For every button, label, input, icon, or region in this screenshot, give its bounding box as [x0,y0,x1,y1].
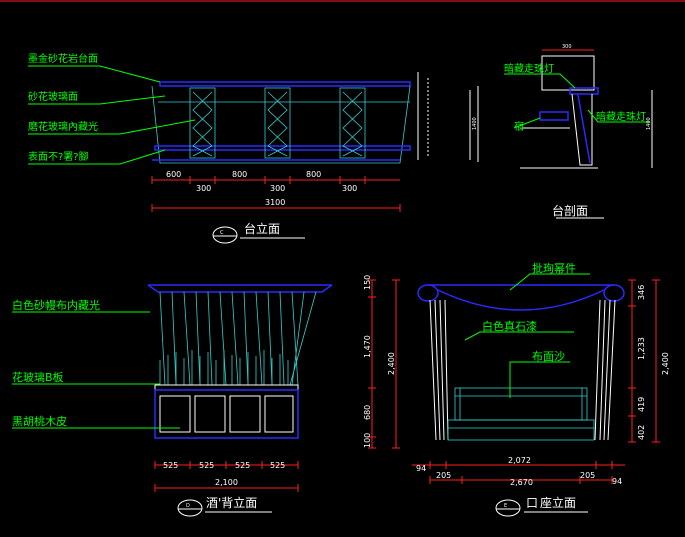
counter-top [159,81,411,87]
dim-800-a: 800 [232,170,247,179]
walnut-cabinet [154,389,299,439]
dim-525-d: 525 [270,461,285,470]
svg-text:C: C [220,230,224,236]
dim-1470: 1,470 [363,335,372,358]
dim-94-left: 94 [416,464,426,473]
dim-300-a: 300 [196,184,211,193]
dim-800-b: 800 [306,170,321,179]
callout-walnut: 黑胡桃木皮 [12,414,67,428]
dim-2400-wine: 2,400 [387,352,396,375]
dim-2400-booth: 2,400 [661,352,670,375]
svg-text:1400: 1400 [646,117,652,130]
dim-525-a: 525 [163,461,178,470]
dim-205-right: 205 [580,471,595,480]
svg-text:E: E [504,503,507,509]
title-booth: 座立面 [540,495,576,510]
dim-402: 402 [637,425,646,440]
bar-section: 300 1400 1400 暗藏走珠灯 暗藏走珠灯 宿 台剖面 [469,44,653,219]
wine-back-elevation: 白色砂幔布内藏光 花玻璃B板 黑胡桃木皮 150 1,470 680 100 2… [12,275,400,517]
dim-3100: 3100 [265,198,285,207]
dim-300-c: 300 [342,184,357,193]
callout-granite-top: 墨金砂花岩台面 [28,52,98,65]
dim-600: 600 [166,170,181,179]
callout-fabric-sofa: 布面沙 [532,350,565,363]
dim-525-c: 525 [235,461,250,470]
bar-front-elevation: 墨金砂花岩台面 砂花玻璃面 磨花玻璃內藏光 表面不?署?腳 600 300 80… [28,52,429,244]
callout-hidden-light-1: 暗藏走珠灯 [504,62,554,75]
callout-glass-light: 磨花玻璃內藏光 [28,120,98,133]
title-bar-front: 台立面 [244,221,280,236]
dim-2072: 2,072 [508,456,531,465]
dim-346: 346 [637,285,646,300]
callout-surface-foot: 表面不?署?腳 [28,150,89,163]
dim-2670: 2,670 [510,478,533,487]
callout-section-note: 宿 [514,120,524,133]
dim-680: 680 [363,405,372,420]
title-booth-prefix: 口 [526,496,538,510]
dim-2100: 2,100 [215,478,238,487]
dim-419: 419 [637,397,646,412]
dim-section-300: 300 [562,44,572,50]
svg-text:D: D [186,503,190,509]
callout-frosted-glass: 砂花玻璃面 [28,90,78,103]
dim-94-right: 94 [612,477,622,486]
callout-drape-light: 白色砂幔布内藏光 [12,298,100,312]
callout-stone-paint: 白色真石漆 [482,319,537,333]
callout-glass-b-panel: 花玻璃B板 [12,370,64,384]
dim-150: 150 [363,275,372,290]
title-bar-section: 台剖面 [552,203,588,218]
callout-hidden-light-2: 暗藏走珠灯 [596,110,646,123]
dim-section-1400: 1400 [472,117,478,130]
booth-elevation: 批珣幂件 白色真石漆 布面沙 346 1,233 419 402 2,400 [412,261,670,517]
dim-100: 100 [363,433,372,448]
dim-1233: 1,233 [637,337,646,360]
callout-drape-piece: 批珣幂件 [532,261,576,275]
dim-525-b: 525 [199,461,214,470]
dim-205-left: 205 [436,471,451,480]
title-wine-back: 酒'背立面 [206,495,257,510]
dim-300-b: 300 [270,184,285,193]
